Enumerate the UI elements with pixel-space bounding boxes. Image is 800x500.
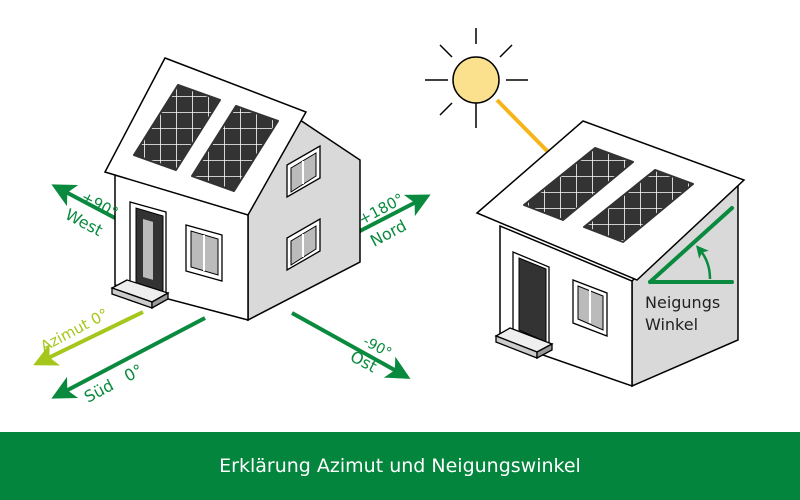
solar-panel <box>523 147 634 221</box>
solar-panel <box>191 105 279 192</box>
south-angle-label: 0° <box>121 360 146 385</box>
door <box>518 257 547 343</box>
west-arrow <box>51 184 116 220</box>
azimuth-arrow <box>33 310 144 366</box>
left-house-group: +90° West +180° Nord Azimut 0° Süd 0° -9… <box>33 57 431 407</box>
tilt-label-line2: Winkel <box>645 315 698 334</box>
tilt-label-line1: Neigungs <box>645 293 720 312</box>
south-arrow <box>51 316 206 399</box>
compass-arrows <box>33 184 431 399</box>
sun-ray-arrow <box>495 98 564 168</box>
diagram-canvas: +90° West +180° Nord Azimut 0° Süd 0° -9… <box>33 28 746 407</box>
right-house-roof <box>475 120 746 281</box>
tilt-line <box>648 206 734 284</box>
caption-banner: Erklärung Azimut und Neigungswinkel <box>0 432 800 500</box>
solar-panel <box>133 84 221 171</box>
caption-title: Erklärung Azimut und Neigungswinkel <box>219 455 581 477</box>
left-house-roof <box>103 57 308 216</box>
north-arrow <box>357 194 431 234</box>
angle-arc-arrow <box>696 245 712 280</box>
sun-icon <box>425 28 528 128</box>
azimuth-label: Azimut 0° <box>37 305 111 356</box>
solar-panel <box>583 169 694 243</box>
east-arrow <box>291 311 411 379</box>
right-house-group: Neigungs Winkel <box>475 120 746 388</box>
